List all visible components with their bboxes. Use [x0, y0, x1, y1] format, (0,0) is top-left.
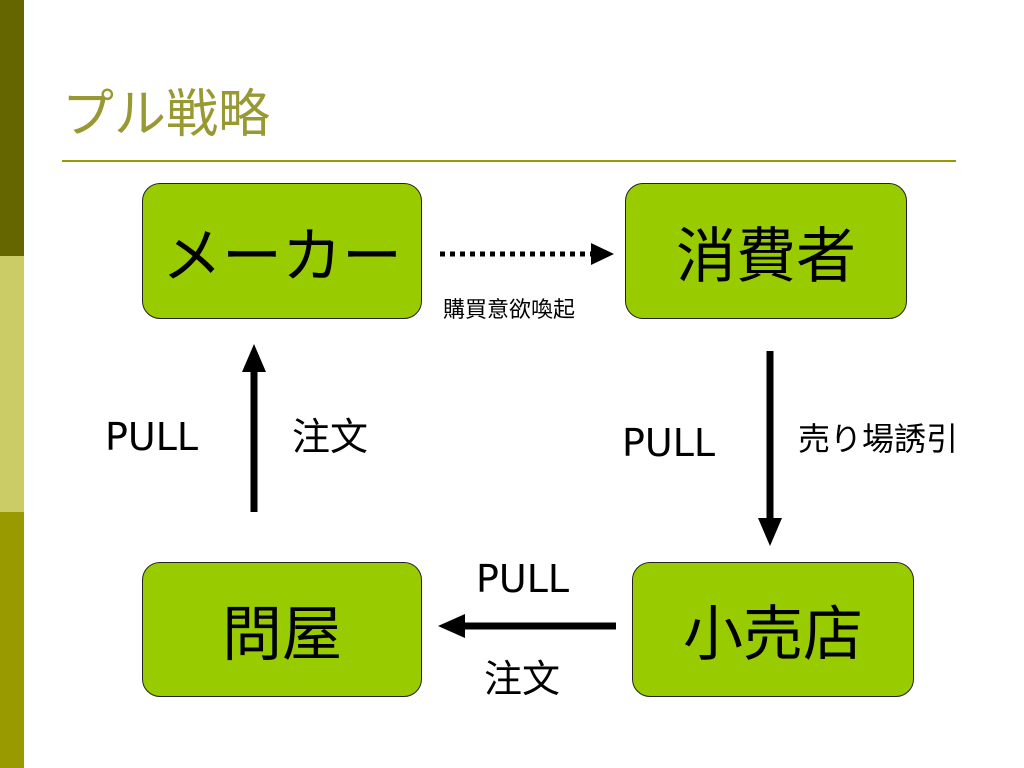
slide-title: プル戦略	[62, 85, 271, 145]
label-order-wholesaler-to-maker: 注文	[292, 415, 369, 459]
label-pull-wholesaler-to-maker: PULL	[105, 415, 199, 459]
arrowhead-wholesaler-to-maker	[242, 344, 266, 372]
arrowhead-maker-to-consumer	[591, 243, 614, 265]
label-pull-consumer-to-retailer: PULL	[622, 421, 716, 465]
node-retailer: 小売店	[632, 562, 914, 697]
label-order-retailer-to-wholesaler: 注文	[484, 657, 561, 701]
arrowhead-consumer-to-retailer	[758, 518, 782, 546]
node-wholesaler: 問屋	[142, 562, 422, 697]
side-band-bottom	[0, 512, 24, 768]
node-consumer: 消費者	[625, 183, 907, 319]
side-band-middle	[0, 256, 24, 512]
label-pull-retailer-to-wholesaler: PULL	[476, 557, 570, 601]
side-band-top	[0, 0, 24, 256]
label-sales-floor-attraction: 売り場誘引	[798, 420, 959, 458]
node-maker: メーカー	[142, 183, 422, 319]
arrowhead-retailer-to-wholesaler	[438, 614, 465, 638]
title-underline	[62, 160, 956, 162]
label-demand-stimulation: 購買意欲喚起	[443, 298, 576, 323]
